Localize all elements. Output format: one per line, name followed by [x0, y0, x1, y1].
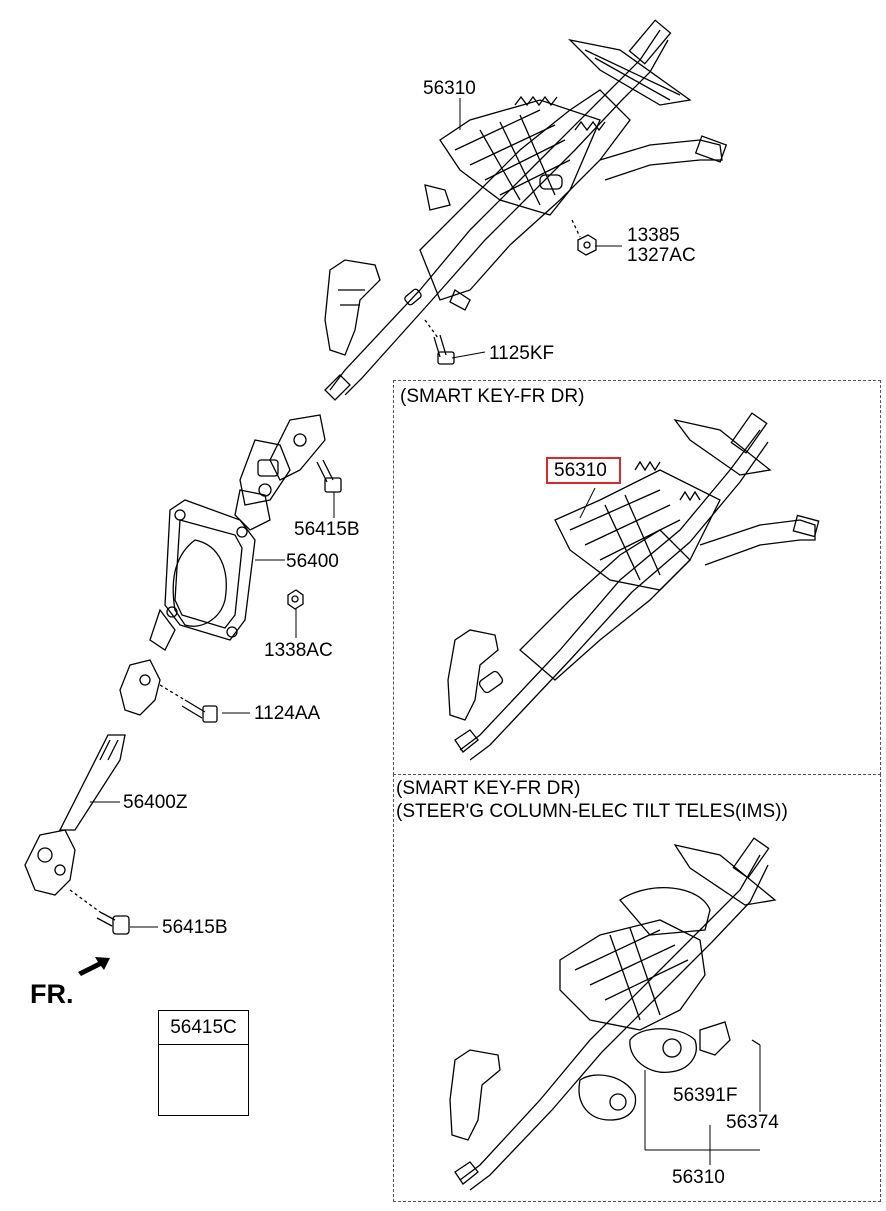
direction-arrow	[78, 957, 110, 976]
callout-1124aa[interactable]: 1124AA	[254, 703, 321, 724]
callout-56415b-upper[interactable]: 56415B	[294, 519, 360, 540]
universal-joint-drawing	[234, 414, 342, 531]
ims-section-box	[393, 774, 881, 1202]
callout-56310-main[interactable]: 56310	[423, 78, 476, 99]
callout-56400[interactable]: 56400	[286, 551, 339, 572]
callout-56400z[interactable]: 56400Z	[123, 792, 188, 813]
callout-56374[interactable]: 56374	[726, 1112, 779, 1133]
callout-56415c[interactable]: 56415C	[159, 1011, 248, 1045]
boot-cover-drawing	[149, 499, 304, 651]
ims-section-title-line1: (SMART KEY-FR DR)	[396, 778, 581, 799]
callout-13385[interactable]: 13385	[627, 225, 680, 246]
leader-lines-main	[90, 98, 761, 1165]
smart-key-section-title: (SMART KEY-FR DR)	[400, 386, 585, 407]
callout-1125kf[interactable]: 1125KF	[489, 343, 555, 364]
callout-56310-ims[interactable]: 56310	[672, 1167, 725, 1188]
inset-56415c-box: 56415C	[158, 1010, 249, 1116]
callout-1338ac[interactable]: 1338AC	[264, 640, 333, 661]
callout-56415b-lower[interactable]: 56415B	[162, 917, 228, 938]
callout-56310-smart-key[interactable]: 56310	[554, 460, 607, 481]
intermediate-shaft-drawing	[24, 734, 130, 935]
direction-label: FR.	[30, 979, 74, 1009]
ims-section-title-line2: (STEER'G COLUMN-ELEC TILT TELES(IMS))	[396, 801, 788, 822]
smart-key-column-drawing	[447, 412, 820, 761]
callout-56391f[interactable]: 56391F	[673, 1085, 738, 1106]
smart-key-section-box	[393, 380, 881, 775]
middle-joint-drawing	[119, 659, 218, 723]
callout-1327ac[interactable]: 1327AC	[627, 245, 696, 266]
ims-column-drawing	[449, 837, 777, 1191]
highlighted-callout-box	[546, 457, 621, 484]
upper-steering-column-drawing	[324, 19, 728, 401]
